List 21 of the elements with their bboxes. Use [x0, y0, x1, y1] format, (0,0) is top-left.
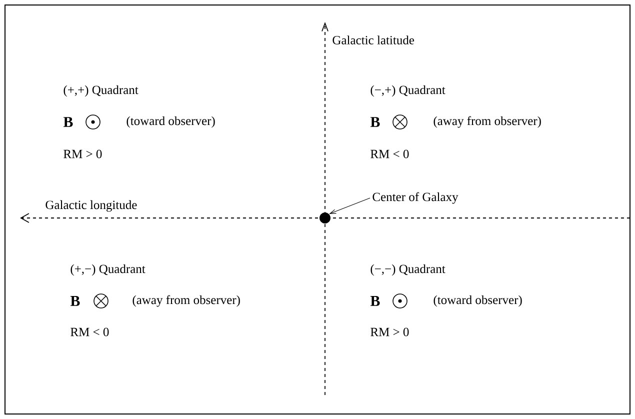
field-symbol: B [370, 296, 380, 306]
quadrant-text: (−,+) Quadrant [370, 85, 446, 97]
field-symbol: B [63, 117, 73, 127]
quadrant-text: (toward observer) [434, 295, 522, 307]
quadrant-text: (+,−) Quadrant [70, 264, 146, 276]
leader-line [329, 198, 370, 214]
annotation-text: Center of Galaxy [372, 192, 458, 204]
quadrant-text: (away from observer) [132, 295, 240, 307]
quadrant-text: (−,−) Quadrant [370, 264, 446, 276]
quadrant-text: (toward observer) [126, 116, 215, 128]
center-dot [320, 212, 330, 224]
quadrant-text: (+,+) Quadrant [64, 85, 138, 97]
quadrant-text: RM > 0 [370, 328, 409, 336]
axis-label: Galactic longitude [46, 200, 137, 212]
quadrant-text: RM < 0 [70, 328, 109, 336]
field-symbol: B [70, 296, 80, 306]
axis-label: Galactic latitude [332, 36, 414, 44]
field-symbol: B [370, 117, 380, 127]
quadrant-text: RM > 0 [64, 150, 102, 158]
quadrant-text: (away from observer) [434, 116, 541, 128]
quadrant-text: RM < 0 [370, 150, 409, 158]
